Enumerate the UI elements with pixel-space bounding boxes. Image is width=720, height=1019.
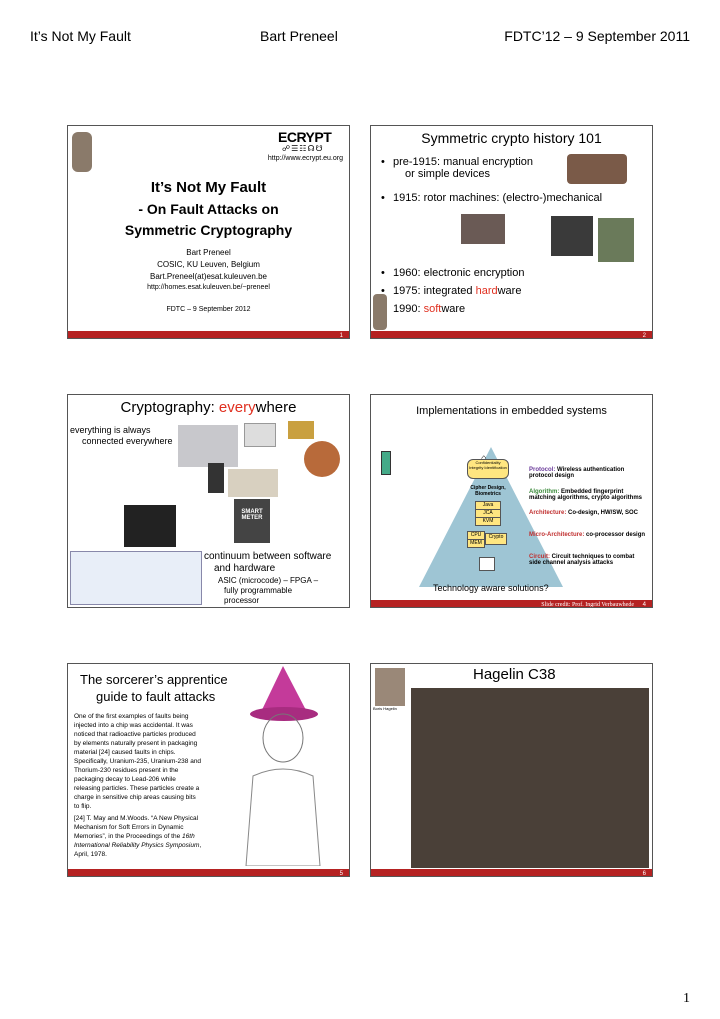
continuum-line-2: and hardware — [214, 563, 276, 574]
reference-text: [24] T. May and M.Woods. “A New Physical… — [74, 815, 202, 858]
slide-1-title-line2: - On Fault Attacks on — [138, 201, 279, 217]
penny-image — [304, 441, 340, 477]
header-center: Bart Preneel — [260, 28, 338, 44]
everywhere-line-1: everything is always — [70, 425, 151, 435]
slide-3-title: Cryptography: everywhere — [120, 399, 297, 416]
device-icon — [381, 451, 391, 475]
slide-4-title: Implementations in embedded systems — [416, 405, 607, 417]
header-left: It’s Not My Fault — [30, 28, 131, 44]
technology-question: Technology aware solutions? — [433, 583, 549, 593]
slide-6: Boris Hagelin Hagelin C38 6 — [370, 663, 653, 877]
portrait-caption: Boris Hagelin — [373, 706, 397, 711]
antenna-icon: ⌂ — [481, 453, 487, 464]
desktop-computer-image — [124, 505, 176, 547]
mem-box: MEM — [467, 539, 485, 548]
page-number: 1 — [683, 991, 690, 1006]
ecrypt-logo: ECRYPT — [278, 129, 332, 145]
continuum-line-5: processor — [224, 596, 260, 605]
homepage-url: http://homes.esat.kuleuven.be/~preneel — [147, 284, 270, 291]
rotor-machine-image-3 — [598, 218, 634, 262]
slide-number: 5 — [339, 871, 343, 877]
slide-credit: Slide credit: Prof. Ingrid Verbauwhede — [541, 602, 634, 608]
continuum-line-3: ASIC (microcode) – FPGA – — [218, 576, 319, 585]
slide-5-title-line2: guide to fault attacks — [96, 689, 216, 704]
smart-meter-image: SMART METER — [234, 499, 270, 543]
slide-footer-bar: 1 — [68, 331, 349, 338]
history-bullet-3: 1960: electronic encryption — [379, 264, 524, 282]
continuum-line-1: continuum between software — [204, 551, 332, 562]
fault-story-text: One of the first examples of faults bein… — [74, 713, 202, 810]
slide-4: Implementations in embedded systems ⌂ Co… — [370, 394, 653, 608]
slide-5-title-line1: The sorcerer’s apprentice — [80, 672, 228, 687]
slide-3: Cryptography: everywhere everything is a… — [67, 394, 350, 608]
pyramid-algorithm-label: Cipher Design, Biometrics — [470, 485, 506, 497]
micro-architecture-label: Micro-Architecture: co-processor design — [529, 532, 646, 538]
university-seal-image — [72, 132, 92, 172]
rotor-machine-image-2 — [551, 216, 593, 256]
history-bullet-5: 1990: software — [379, 300, 524, 318]
slide-6-title: Hagelin C38 — [473, 666, 556, 683]
slide-footer-bar: 6 — [371, 869, 652, 876]
sorcerer-apprentice-image — [245, 666, 321, 866]
mobile-phone-image — [208, 463, 224, 493]
slide-1-title-line1: It’s Not My Fault — [150, 179, 267, 196]
kvm-box: KVM — [475, 517, 501, 526]
slide-2-title: Symmetric crypto history 101 — [421, 130, 602, 146]
cloud-services-image — [70, 551, 202, 605]
slide-1-title-line3: Symmetric Cryptography — [124, 222, 293, 238]
ecrypt-url: http://www.ecrypt.eu.org — [267, 155, 343, 162]
slide-1: ECRYPT ☍☰☷☊☋ http://www.ecrypt.eu.org It… — [67, 125, 350, 339]
smart-card-image — [288, 421, 314, 439]
pyramid-protocol-box: Confidentiality Integrity Identification — [467, 459, 509, 479]
slide-number: 4 — [642, 602, 646, 608]
affiliation: COSIC, KU Leuven, Belgium — [157, 260, 260, 269]
continuum-line-4: fully programmable — [224, 586, 293, 595]
everywhere-line-2: connected everywhere — [82, 436, 173, 446]
slide-number: 6 — [642, 871, 646, 877]
circuit-box — [479, 557, 495, 571]
slide-footer-bar: 5 — [68, 869, 349, 876]
history-bullet-2: 1915: rotor machines: (electro-)mechanic… — [379, 192, 602, 204]
architecture-label: Architecture: Co-design, HW/SW, SOC — [529, 510, 639, 516]
event-date: FDTC – 9 September 2012 — [166, 306, 251, 313]
slide-2: Symmetric crypto history 101 pre-1915: m… — [370, 125, 653, 339]
slide-footer-bar: Slide credit: Prof. Ingrid Verbauwhede 4 — [371, 600, 652, 607]
slide-5: The sorcerer’s apprentice guide to fault… — [67, 663, 350, 877]
protocol-label: Protocol: Wireless authentication protoc… — [529, 467, 625, 479]
crypto-box: Crypto — [485, 533, 507, 545]
email: Bart.Preneel(at)esat.kuleuven.be — [150, 272, 267, 281]
passport-image — [228, 469, 278, 497]
car-image — [178, 425, 238, 467]
ecrypt-logo-glyphs: ☍☰☷☊☋ — [282, 144, 324, 153]
header-right: FDTC’12 – 9 September 2011 — [504, 28, 690, 44]
rotor-machine-image-1 — [461, 214, 505, 244]
author: Bart Preneel — [186, 248, 231, 257]
algorithm-label: Algorithm: Embedded fingerprint matching… — [529, 489, 643, 501]
slide-number: 2 — [642, 333, 646, 339]
boris-hagelin-portrait — [375, 668, 405, 706]
hagelin-c38-machine-image — [411, 688, 649, 868]
id-card-image — [244, 423, 276, 447]
early-cipher-device-image — [567, 154, 627, 184]
slide-number: 1 — [339, 333, 343, 339]
circuit-label: Circuit: Circuit techniques to combat si… — [529, 554, 635, 566]
university-seal-image — [373, 294, 387, 330]
history-bullet-4: 1975: integrated hardware — [379, 282, 524, 300]
slide-footer-bar: 2 — [371, 331, 652, 338]
